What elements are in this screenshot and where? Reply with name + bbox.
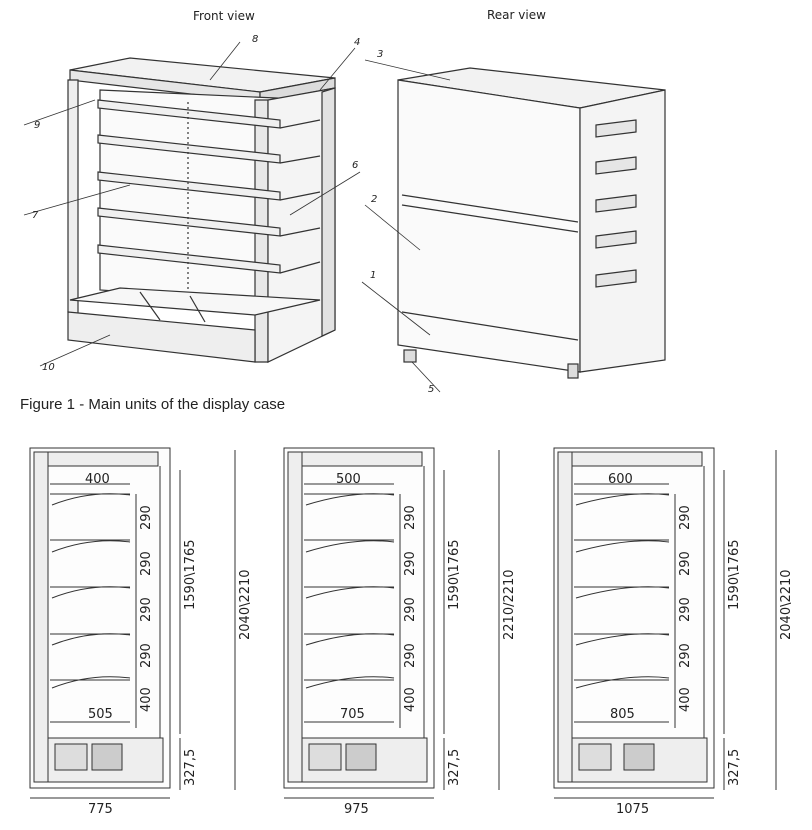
- dim-shelf-gap-3: 290: [678, 597, 693, 622]
- dim-shelf-gap-1: 290: [403, 505, 418, 530]
- dim-shelf-gap-1: 290: [678, 505, 693, 530]
- dim-width: 975: [344, 802, 369, 817]
- part-number-1: 1: [370, 270, 376, 281]
- dim-shelf-gap-3: 290: [139, 597, 154, 622]
- dim-shelf-gap-2: 290: [139, 551, 154, 576]
- part-number-2: 2: [371, 194, 377, 205]
- part-callouts: [23, 41, 451, 393]
- part-number-3: 3: [377, 49, 383, 60]
- part-number-6: 6: [352, 160, 358, 171]
- dim-top-depth: 400: [85, 472, 110, 487]
- dim-width: 1075: [616, 802, 649, 817]
- dim-base-height: 327,5: [447, 749, 462, 786]
- dim-shelf-gap-2: 290: [678, 551, 693, 576]
- rear-view-drawing: [397, 67, 666, 379]
- dim-height-outer: 2210/2210: [502, 569, 517, 640]
- part-number-10: 10: [42, 362, 55, 373]
- section-drawing-775: 400 505 775 290 290 290 290 400 1590\176…: [29, 447, 253, 817]
- part-number-8: 8: [252, 34, 258, 45]
- section-drawing-1075: 600 805 1075 290 290 290 290 400 1590\17…: [553, 447, 794, 817]
- dim-shelf-gap-2: 290: [403, 551, 418, 576]
- dim-base-height: 327,5: [183, 749, 198, 786]
- dim-height-inner: 1590\1765: [183, 539, 198, 610]
- part-number-9: 9: [34, 120, 40, 131]
- figure-caption: Figure 1 - Main units of the display cas…: [20, 396, 286, 413]
- part-numbers: 9 7 10 8 4 6 3 2 1 5: [32, 34, 434, 395]
- dim-bottom-gap: 400: [403, 687, 418, 712]
- dim-shelf-gap-4: 290: [403, 643, 418, 668]
- dim-top-depth: 500: [336, 472, 361, 487]
- part-number-5: 5: [428, 384, 434, 395]
- front-view-title: Front view: [193, 9, 255, 23]
- dim-height-inner: 1590\1765: [447, 539, 462, 610]
- dim-base-height: 327,5: [727, 749, 742, 786]
- dim-height-inner: 1590\1765: [727, 539, 742, 610]
- dim-bottom-depth: 805: [610, 707, 635, 722]
- part-number-4: 4: [354, 37, 360, 48]
- rear-shelf-brackets: [595, 119, 637, 288]
- dim-shelf-gap-1: 290: [139, 505, 154, 530]
- dim-bottom-gap: 400: [139, 687, 154, 712]
- part-number-7: 7: [32, 210, 39, 221]
- section-drawing-975: 500 705 975 290 290 290 290 400 1590\176…: [283, 447, 517, 817]
- dim-height-outer: 2040\2210: [238, 569, 253, 640]
- dim-bottom-gap: 400: [678, 687, 693, 712]
- dim-shelf-gap-3: 290: [403, 597, 418, 622]
- dim-shelf-gap-4: 290: [678, 643, 693, 668]
- rear-view-title: Rear view: [487, 8, 546, 22]
- dim-height-outer: 2040\2210: [779, 569, 794, 640]
- front-shelves: [97, 99, 321, 290]
- dim-top-depth: 600: [608, 472, 633, 487]
- front-view-drawing: [67, 57, 336, 363]
- dim-bottom-depth: 705: [340, 707, 365, 722]
- dim-bottom-depth: 505: [88, 707, 113, 722]
- dim-shelf-gap-4: 290: [139, 643, 154, 668]
- dim-width: 775: [88, 802, 113, 817]
